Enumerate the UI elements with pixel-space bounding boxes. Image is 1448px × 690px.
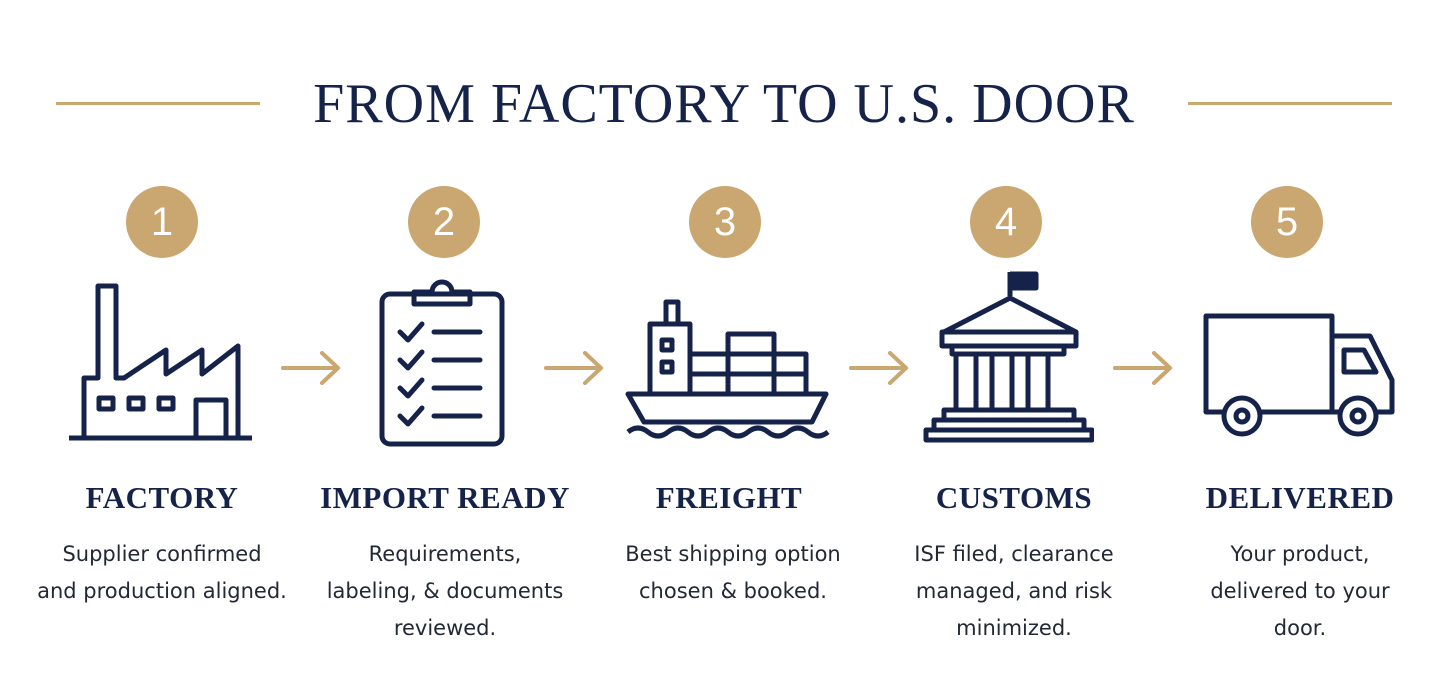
cargo-ship-icon	[625, 299, 830, 439]
customs-building-icon	[923, 271, 1094, 443]
step-1-title: FACTORY	[85, 480, 239, 515]
step-2-number-badge: 2	[408, 186, 480, 258]
step-3-number-badge: 3	[689, 186, 761, 258]
title-rule-left	[56, 102, 260, 105]
step-4-number-badge: 4	[970, 186, 1042, 258]
title-rule-right	[1188, 102, 1392, 105]
step-3-title: FREIGHT	[655, 480, 803, 515]
delivery-truck-icon	[1203, 313, 1395, 437]
factory-icon	[69, 283, 252, 441]
page-title: FROM FACTORY TO U.S. DOOR	[313, 73, 1135, 135]
step-3-description: Best shipping option chosen & booked.	[625, 542, 841, 603]
step-4-title: CUSTOMS	[935, 480, 1093, 515]
arrow-right-icon	[849, 351, 908, 385]
step-1-number-badge: 1	[126, 186, 198, 258]
arrow-right-icon	[544, 351, 603, 385]
step-5-number-badge: 5	[1251, 186, 1323, 258]
arrow-right-icon	[281, 351, 340, 385]
step-2-title: IMPORT READY	[320, 480, 570, 515]
step-1-description: Supplier confirmed and production aligne…	[37, 542, 287, 603]
title-row: FROM FACTORY TO U.S. DOOR	[0, 66, 1448, 142]
step-5-title: DELIVERED	[1205, 480, 1395, 515]
clipboard-checklist-icon	[379, 279, 505, 447]
step-2-description: Requirements, labeling, & documents revi…	[326, 542, 564, 640]
arrow-right-icon	[1113, 351, 1172, 385]
step-4-description: ISF filed, clearance managed, and risk m…	[914, 542, 1114, 640]
step-5-description: Your product, delivered to your door.	[1210, 542, 1390, 640]
